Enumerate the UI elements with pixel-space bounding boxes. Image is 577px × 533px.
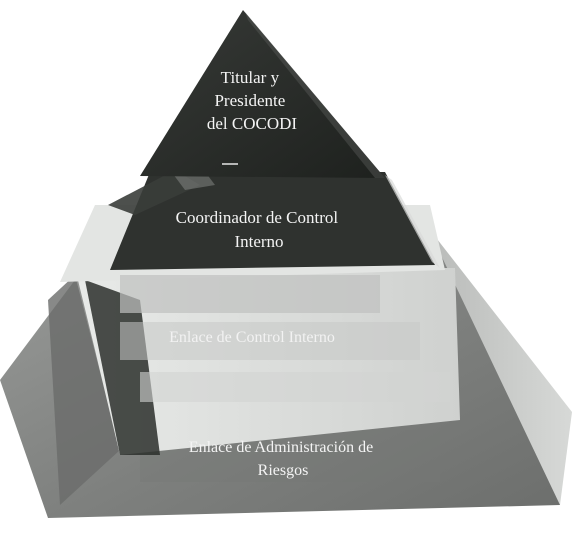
enlace-label-band bbox=[120, 322, 420, 360]
enlace-riesgos-line-1: Enlace de Administración de bbox=[189, 439, 373, 456]
coordinador-left-fold bbox=[108, 170, 200, 215]
coordinador-right-edge bbox=[385, 175, 440, 268]
apex-face bbox=[140, 10, 385, 178]
labels: Titular y Presidente del COCODI Coordina… bbox=[169, 68, 377, 479]
titular-line-1: Titular y bbox=[221, 68, 280, 87]
enlace-control-line-1: Enlace de Control Interno bbox=[169, 329, 335, 346]
enlace-control-label: Enlace de Control Interno bbox=[169, 329, 335, 346]
enlace-face bbox=[75, 268, 460, 455]
enlace-under-band bbox=[140, 372, 450, 402]
titular-label: Titular y Presidente del COCODI bbox=[207, 68, 298, 133]
titular-line-2: Presidente bbox=[214, 91, 285, 110]
coordinador-label: Coordinador de Control Interno bbox=[176, 208, 343, 251]
base-left-shadow bbox=[48, 275, 120, 505]
coordinador-line-2: Interno bbox=[234, 232, 283, 251]
titular-line-3: del COCODI bbox=[207, 114, 298, 133]
coordinador-plate-shadow bbox=[120, 275, 380, 313]
apex-right-highlight bbox=[245, 12, 385, 178]
enlace-riesgos-line-2: Riesgos bbox=[258, 462, 309, 479]
coordinador-line-1: Coordinador de Control bbox=[176, 208, 339, 227]
coordinador-face bbox=[110, 172, 435, 270]
level-enlace-control bbox=[75, 268, 460, 455]
level-titular bbox=[140, 10, 385, 178]
enlace-riesgos-label: Enlace de Administración de Riesgos bbox=[189, 439, 377, 479]
